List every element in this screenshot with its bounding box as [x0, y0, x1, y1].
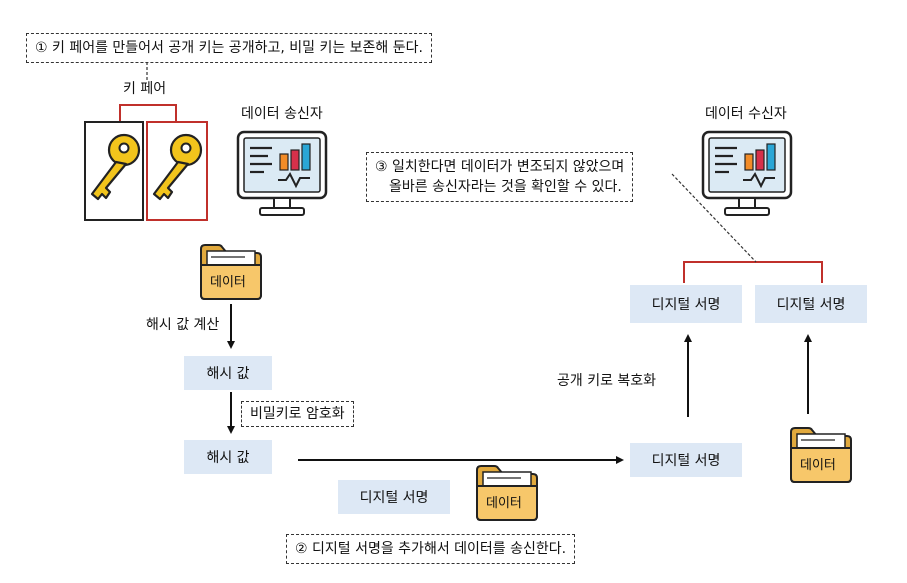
sender-folder-label: 데이터 [210, 275, 246, 290]
key-pair-label: 키 페어 [123, 81, 167, 97]
hash-value-box-1: 해시 값 [184, 356, 272, 390]
receiver-folder-label: 데이터 [800, 458, 836, 473]
note-step3: ③ 일치한다면 데이터가 변조되지 않았으며 올바른 송신자라는 것을 확인할 … [366, 152, 634, 202]
hash-calc-label: 해시 값 계산 [146, 317, 220, 333]
note-step3-line1: ③ 일치한다면 데이터가 변조되지 않았으며 [375, 159, 625, 175]
hash-value-box-2: 해시 값 [184, 440, 272, 474]
key-pair-bracket [119, 104, 177, 122]
comparison-bracket [683, 261, 823, 283]
receiver-monitor-icon [701, 130, 793, 217]
sender-label: 데이터 송신자 [241, 106, 323, 122]
sent-signature-box: 디지털 서명 [338, 480, 450, 514]
receiver-label: 데이터 수신자 [705, 106, 787, 122]
note3-connector [671, 173, 757, 263]
decrypted-signature-box-left: 디지털 서명 [630, 285, 742, 323]
note-step1: ① 키 페어를 만들어서 공개 키는 공개하고, 비밀 키는 보존해 둔다. [26, 33, 432, 63]
transit-folder-label: 데이터 [486, 496, 522, 511]
decrypted-signature-box-right: 디지털 서명 [755, 285, 867, 323]
received-signature-box: 디지털 서명 [630, 443, 742, 477]
sender-monitor-icon [236, 130, 328, 217]
note-encrypt: 비밀키로 암호화 [241, 401, 354, 427]
decrypt-label: 공개 키로 복호화 [557, 373, 657, 389]
note-step2: ② 디지털 서명을 추가해서 데이터를 송신한다. [286, 534, 576, 564]
note-step3-line2: 올바른 송신자라는 것을 확인할 수 있다. [389, 179, 622, 195]
